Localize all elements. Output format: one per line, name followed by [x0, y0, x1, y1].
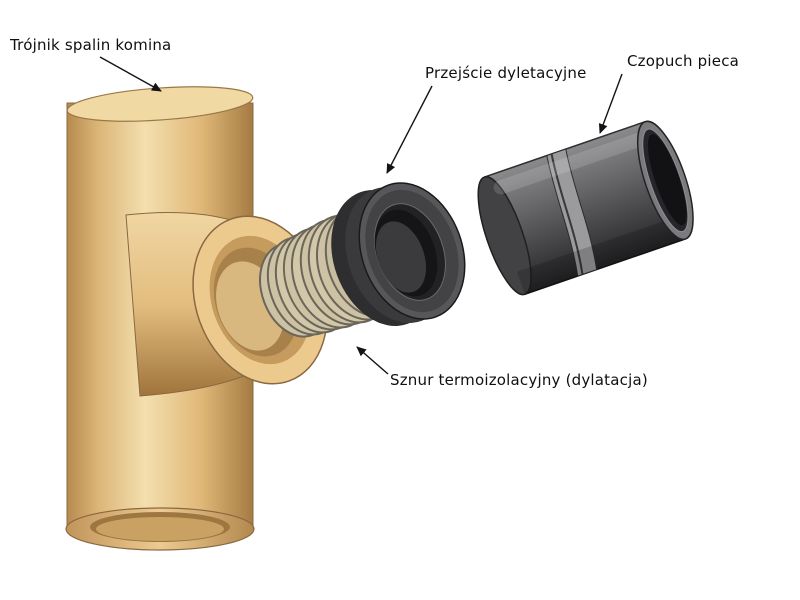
- arrow-transition: [386, 85, 433, 174]
- tee-bottom-opening: [65, 507, 255, 551]
- dilatation-ring: [331, 182, 466, 326]
- flue-body: [484, 121, 686, 295]
- label-insulation-cord: Sznur termoizolacyjny (dylatacja): [390, 371, 648, 389]
- label-dilatation-ring: Przejście dyletacyjne: [425, 64, 587, 82]
- arrow-cord: [356, 346, 389, 375]
- furnace-flue-pipe: [477, 120, 694, 296]
- arrow-flue: [598, 73, 623, 134]
- label-chimney-tee: Trójnik spalin komina: [10, 36, 172, 54]
- label-furnace-flue: Czopuch pieca: [627, 52, 740, 70]
- arrow-tee: [99, 56, 162, 92]
- leader-arrows: [99, 56, 623, 375]
